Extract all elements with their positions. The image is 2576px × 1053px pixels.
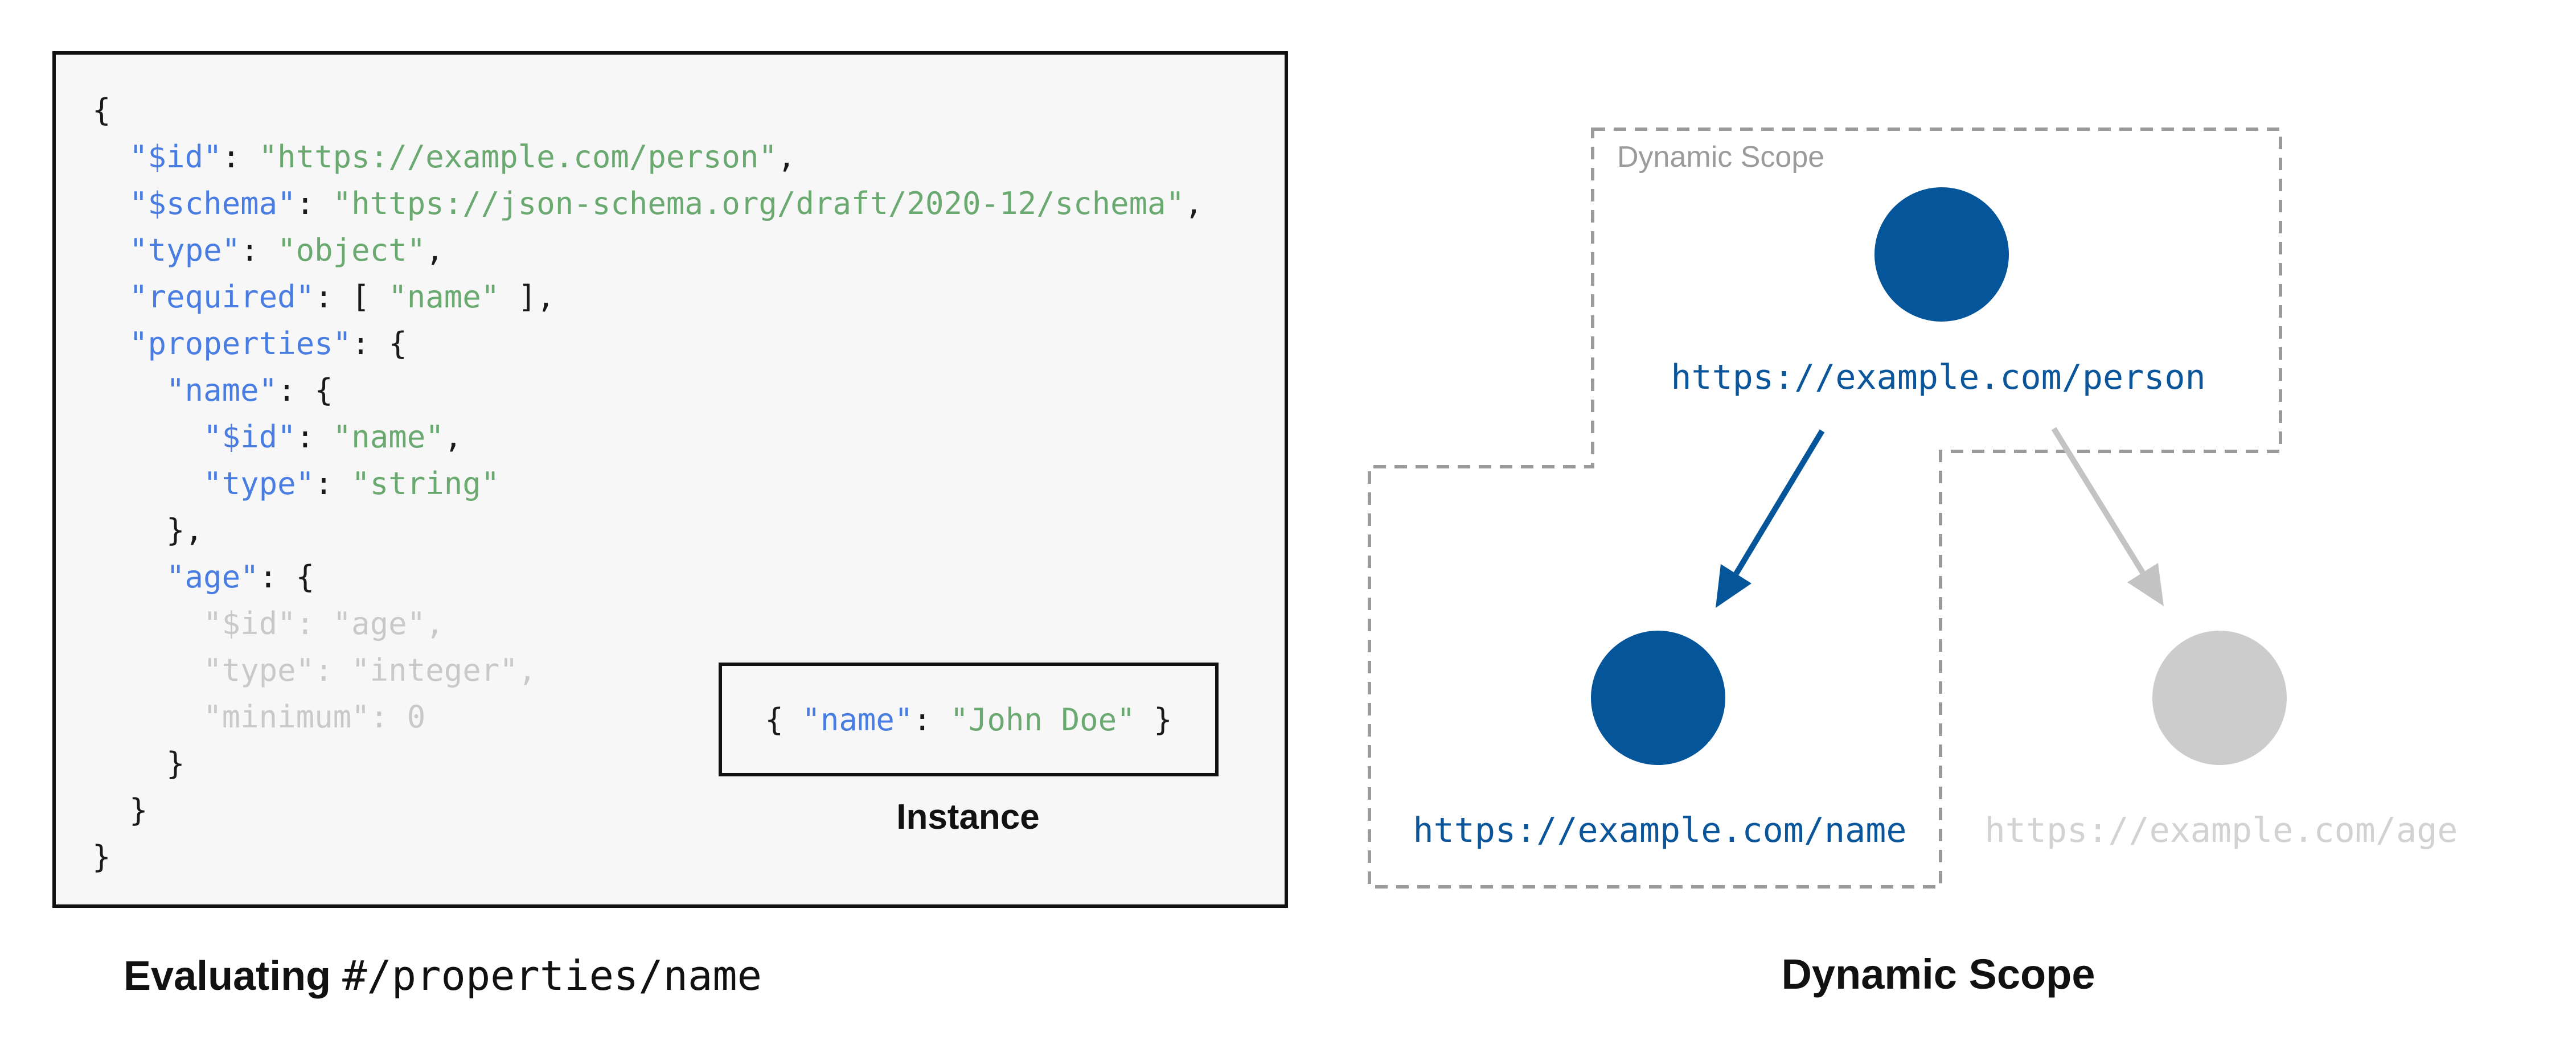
code-line: "$id": "name", (203, 419, 463, 455)
instance-box: { "name": "John Doe" } (719, 663, 1219, 776)
age-node-url: https://example.com/age (1984, 811, 2458, 850)
person-node (1874, 187, 2009, 322)
code-line: "type": "integer", (203, 652, 537, 688)
code-line: "minimum": 0 (203, 699, 426, 735)
name-node-url: https://example.com/name (1413, 811, 1907, 850)
schema-code-panel: { "$id": "https://example.com/person", "… (52, 51, 1288, 908)
dynamic-scope-caption: Dynamic Scope (1781, 951, 2095, 998)
code-line: "name": { (166, 372, 333, 408)
code-line: "$id": "https://example.com/person", (129, 139, 796, 175)
code-line: } (129, 792, 148, 828)
code-line: "age": { (166, 559, 315, 595)
code-line: "required": [ "name" ], (129, 279, 555, 315)
code-line: { (92, 92, 111, 128)
code-line: "type": "string" (203, 466, 500, 501)
instance-label: Instance (896, 797, 1040, 837)
dynamic-scope-box-label: Dynamic Scope (1617, 141, 1825, 174)
evaluating-caption: Evaluating #/properties/name (124, 952, 762, 999)
code-line: }, (166, 512, 204, 548)
arrow-person-to-age (2051, 427, 2146, 574)
arrowhead-person-to-name (1716, 564, 1751, 608)
name-node (1591, 631, 1725, 765)
evaluating-caption-pointer: #/properties/name (342, 952, 762, 999)
code-line: } (92, 839, 111, 875)
code-line: "type": "object", (129, 232, 444, 268)
code-line: "$schema": "https://json-schema.org/draf… (129, 186, 1203, 221)
code-line: } (166, 746, 185, 781)
dynamic-scope-outline (1368, 127, 2282, 889)
code-line: "properties": { (129, 326, 407, 361)
instance-code: { "name": "John Doe" } (765, 701, 1172, 738)
schema-code: { "$id": "https://example.com/person", "… (92, 87, 1203, 881)
arrow-person-to-name (1733, 429, 1825, 575)
person-node-url: https://example.com/person (1671, 357, 2206, 397)
evaluating-caption-bold: Evaluating (124, 953, 331, 999)
code-line: "$id": "age", (203, 606, 444, 641)
arrowhead-person-to-age (2127, 563, 2164, 606)
age-node (2152, 631, 2287, 765)
